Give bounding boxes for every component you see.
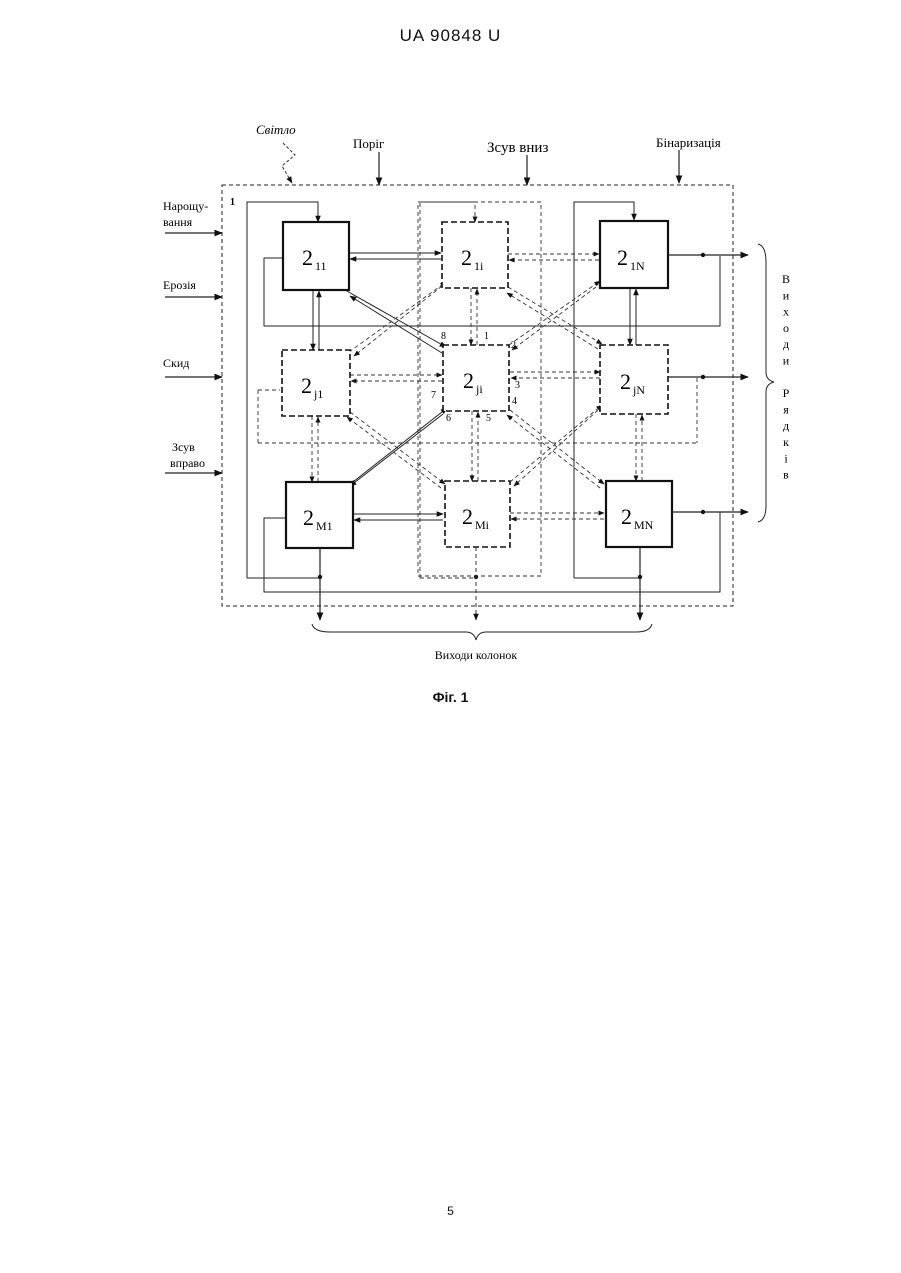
svg-text:2: 2 xyxy=(511,340,516,351)
row-output-letter: Р xyxy=(783,386,790,400)
column-outputs-brace xyxy=(312,624,652,640)
row-outputs-label: ВиходиРядків xyxy=(782,272,790,482)
svg-text:Бінаризація: Бінаризація xyxy=(656,135,721,150)
svg-text:2: 2 xyxy=(621,504,632,529)
svg-text:11: 11 xyxy=(315,259,327,273)
svg-text:2: 2 xyxy=(617,245,628,270)
diagonal-links xyxy=(345,290,447,486)
svg-text:Світло: Світло xyxy=(256,122,296,137)
svg-text:4: 4 xyxy=(512,396,517,407)
svg-text:2: 2 xyxy=(461,245,472,270)
left-labels: Нарощу- вання Ерозія Скид Зсув вправо xyxy=(163,199,208,470)
svg-text:2: 2 xyxy=(463,368,474,393)
row-output-letter: я xyxy=(783,402,789,416)
svg-text:8: 8 xyxy=(441,331,446,342)
row-output-letter: В xyxy=(782,272,790,286)
row-output-letter: и xyxy=(783,354,790,368)
svg-text:3: 3 xyxy=(515,380,520,391)
svg-text:2: 2 xyxy=(302,245,313,270)
svg-text:M1: M1 xyxy=(316,519,333,533)
page-number: 5 xyxy=(0,1204,901,1218)
cell-2-jN: 2 jN xyxy=(600,345,668,414)
row-output-letter: і xyxy=(784,451,788,465)
cell-2-1N: 2 1N xyxy=(600,221,668,288)
svg-text:Mi: Mi xyxy=(475,518,490,532)
svg-text:2: 2 xyxy=(462,504,473,529)
svg-text:MN: MN xyxy=(634,518,654,532)
svg-text:Ерозія: Ерозія xyxy=(163,278,196,292)
figure-caption: Фіг. 1 xyxy=(0,689,901,705)
svg-text:2: 2 xyxy=(303,505,314,530)
svg-text:Поріг: Поріг xyxy=(353,136,384,151)
svg-text:1i: 1i xyxy=(474,259,484,273)
row-output-letter: в xyxy=(783,468,789,482)
svg-text:Зсув вниз: Зсув вниз xyxy=(487,140,548,156)
row-output-letter: д xyxy=(783,337,789,351)
cell-2-Mi: 2 Mi xyxy=(445,481,510,547)
figure-diagram: 2 11 2 1i 2 1N 2 j1 2 ji 2 jN 2 M1 2 Mi … xyxy=(0,0,901,720)
row-outputs-brace xyxy=(758,244,774,522)
svg-text:j1: j1 xyxy=(313,387,323,401)
cell-2-j1: 2 j1 xyxy=(282,350,350,416)
svg-text:1N: 1N xyxy=(630,259,645,273)
row-output-letter: х xyxy=(783,305,789,319)
row-output-letter: и xyxy=(783,288,790,302)
row-output-letter: о xyxy=(783,321,789,335)
marker-1: 1 xyxy=(230,197,235,208)
svg-text:jN: jN xyxy=(632,383,645,397)
top-labels: Світло Поріг Зсув вниз Бінаризація xyxy=(256,122,721,156)
cell-2-MN: 2 MN xyxy=(606,481,672,547)
vertical-links xyxy=(313,288,636,350)
svg-text:Зсув: Зсув xyxy=(172,440,195,454)
svg-text:1: 1 xyxy=(484,331,489,342)
svg-text:5: 5 xyxy=(486,413,491,424)
svg-text:2: 2 xyxy=(620,369,631,394)
svg-text:вправо: вправо xyxy=(170,456,205,470)
svg-text:ji: ji xyxy=(475,382,483,396)
column-outputs-label: Виходи колонок xyxy=(435,648,518,662)
svg-text:2: 2 xyxy=(301,373,312,398)
svg-text:Нарощу-: Нарощу- xyxy=(163,199,208,213)
horizontal-links xyxy=(349,253,443,520)
cell-2-1i: 2 1i xyxy=(442,222,508,288)
cell-2-11: 2 11 xyxy=(283,222,349,290)
row-output-letter: д xyxy=(783,419,789,433)
svg-text:7: 7 xyxy=(431,390,436,401)
light-zigzag-icon xyxy=(282,143,295,183)
cell-2-ji: 2 ji xyxy=(443,345,509,411)
row-output-letter: к xyxy=(783,435,789,449)
svg-text:вання: вання xyxy=(163,215,193,229)
svg-text:Скид: Скид xyxy=(163,356,189,370)
svg-text:6: 6 xyxy=(446,413,451,424)
cell-2-M1: 2 M1 xyxy=(286,482,353,548)
